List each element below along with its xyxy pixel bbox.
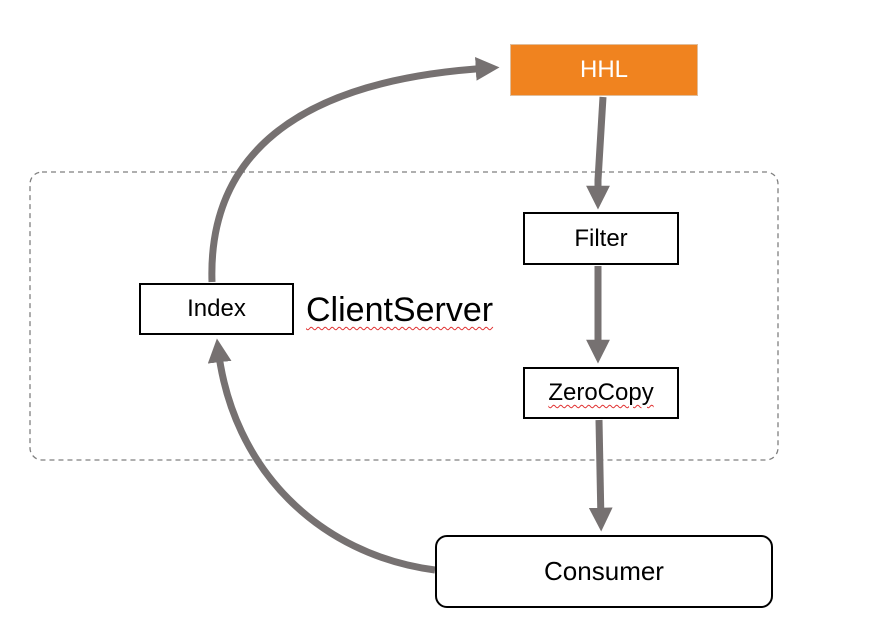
zerocopy-node-label: ZeroCopy [548,379,654,406]
client-server-group-label: ClientServer [306,291,493,330]
client-server-group-label-text: ClientServer [306,291,494,329]
zerocopy-node: ZeroCopy [523,367,679,419]
arrow-index-to-hhl [208,56,500,283]
index-node: Index [139,283,294,335]
hhl-node-label: HHL [579,56,628,83]
arrow-hhl-to-filter [586,96,610,210]
client-server-group-border [29,171,779,461]
arrow-zerocopy-to-consumer [588,419,613,532]
hhl-node: HHL [510,44,698,96]
consumer-node-label: Consumer [544,556,664,586]
index-node-label: Index [187,295,246,322]
filter-node-label: Filter [574,224,628,252]
consumer-node: Consumer [435,535,773,608]
arrow-consumer-to-index [207,338,436,574]
filter-node: Filter [523,212,679,265]
